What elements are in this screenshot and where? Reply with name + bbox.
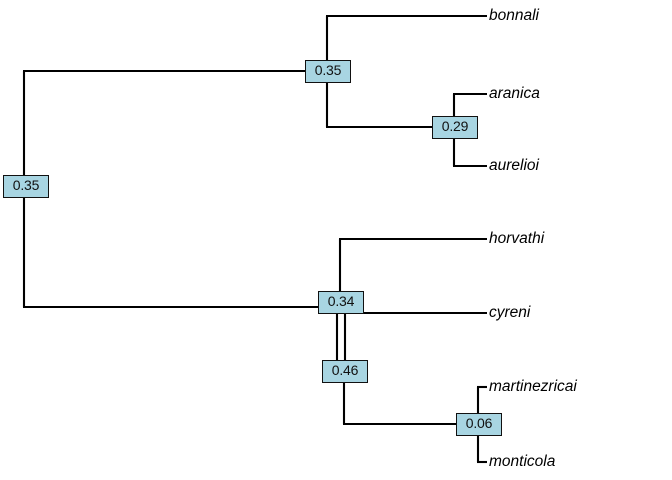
tip-label-aranica: aranica bbox=[489, 85, 540, 102]
support-node-clade-a[interactable]: 0.35 bbox=[305, 60, 351, 83]
support-node-clade-martinezricai-monticola[interactable]: 0.06 bbox=[456, 413, 502, 436]
support-node-clade-aranica-aurelioi[interactable]: 0.29 bbox=[432, 116, 478, 139]
tip-label-martinezricai: martinezricai bbox=[489, 378, 577, 395]
support-node-clade-b[interactable]: 0.34 bbox=[318, 291, 364, 314]
tip-label-cyreni: cyreni bbox=[489, 304, 531, 321]
tip-label-horvathi: horvathi bbox=[489, 230, 545, 247]
tip-label-bonnali: bonnali bbox=[489, 7, 539, 24]
tip-label-aurelioi: aurelioi bbox=[489, 157, 539, 174]
tip-label-monticola: monticola bbox=[489, 453, 556, 470]
support-node-root[interactable]: 0.35 bbox=[3, 175, 49, 198]
support-node-clade-bm[interactable]: 0.46 bbox=[322, 360, 368, 383]
